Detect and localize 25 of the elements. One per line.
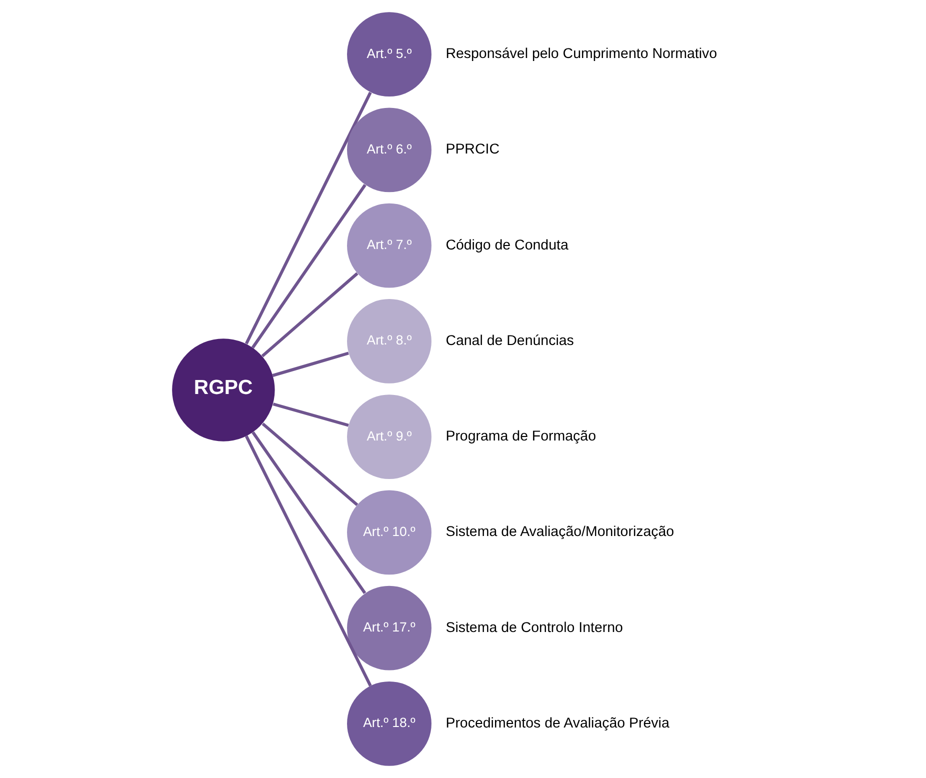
node-circle: Art.º 8.º	[346, 298, 431, 384]
connector	[244, 435, 372, 687]
node-label: Sistema de Avaliação/Monitorização	[445, 524, 674, 540]
connector	[250, 184, 366, 349]
connector	[272, 402, 348, 427]
node-label: Canal de Denúncias	[445, 332, 574, 349]
connector	[251, 431, 366, 594]
connector	[244, 92, 372, 344]
node-label: Programa de Formação	[445, 428, 596, 445]
node-label: Procedimentos de Avaliação Prévia	[445, 715, 669, 732]
node-circle: Art.º 18.º	[346, 681, 431, 766]
node-circle: Art.º 6.º	[346, 108, 431, 192]
node-circle: Art.º 10.º	[346, 490, 431, 575]
connector	[272, 352, 348, 377]
node-label: Código de Conduta	[445, 237, 568, 254]
connector	[261, 422, 358, 506]
connector	[260, 272, 358, 358]
node-label: PPRCIC	[445, 142, 499, 158]
node-circle: Art.º 9.º	[346, 394, 431, 480]
node-circle: RGPC	[172, 338, 274, 442]
node-label: Sistema de Controlo Interno	[445, 620, 622, 636]
node-circle: Art.º 5.º	[346, 12, 431, 97]
node-circle: Art.º 7.º	[346, 203, 431, 288]
node-label: Responsável pelo Cumprimento Normativo	[445, 46, 717, 62]
node-circle: Art.º 17.º	[346, 586, 431, 670]
